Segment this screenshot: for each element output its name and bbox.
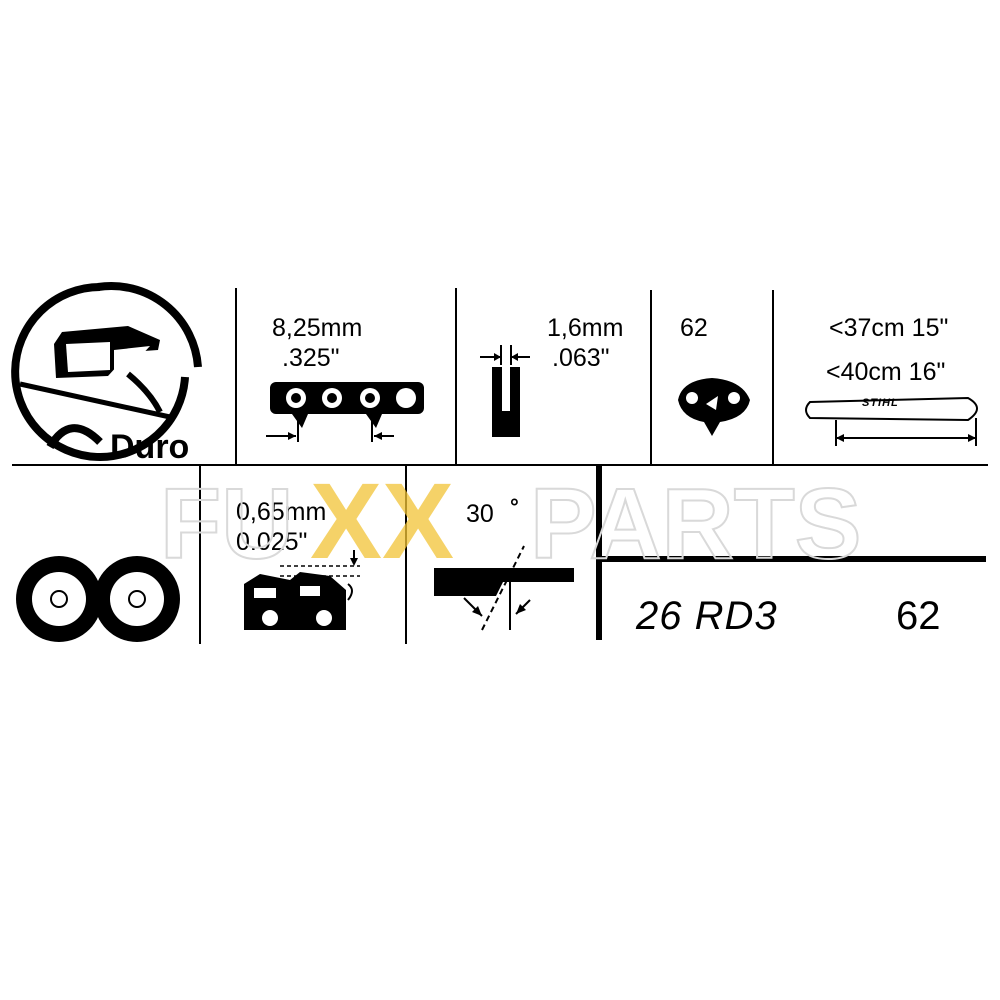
sharpening-angle-value: 30: [466, 500, 494, 528]
duro-label: Duro: [110, 428, 190, 466]
sharpening-angle-icon: [434, 545, 574, 631]
watermark-left-text: FU: [160, 468, 293, 580]
pitch-chain-icon: [266, 382, 424, 442]
divider-v-thick: [596, 466, 602, 640]
gauge-imperial: .063": [552, 344, 610, 372]
divider-v-2: [455, 288, 457, 466]
bar-brand-label: STIHL: [862, 397, 899, 409]
guide-bar-icon: [805, 396, 978, 446]
pitch-metric: 8,25mm: [272, 314, 363, 342]
sharpening-angle-degree: °: [510, 494, 519, 519]
chain-links-count: 62: [896, 594, 941, 638]
divider-v-6: [405, 466, 407, 644]
grinding-wheels-icon: [16, 556, 180, 642]
gauge-groove-icon: [480, 345, 530, 437]
watermark-middle-text: XX: [310, 460, 454, 581]
divider-h-thick: [596, 556, 986, 562]
divider-v-1: [235, 288, 237, 466]
chain-type-code: 26 RD3: [636, 594, 778, 638]
divider-v-3: [650, 290, 652, 466]
watermark-logo: FU XX PARTS: [159, 460, 863, 581]
depth-gauge-imperial: 0.025": [236, 528, 308, 556]
duro-chain-icon: [11, 282, 202, 461]
divider-h-main: [12, 464, 988, 466]
drive-sprocket-icon: [678, 378, 750, 436]
depth-gauge-metric: 0,65mm: [236, 498, 327, 526]
watermark-right-text: PARTS: [530, 468, 862, 580]
pitch-imperial: .325": [282, 344, 340, 372]
depth-gauge-chain-icon: [244, 550, 360, 630]
gauge-metric: 1,6mm: [547, 314, 624, 342]
drive-links-count: 62: [680, 314, 708, 342]
bar-length-line2: <40cm 16": [826, 358, 946, 386]
bar-length-line1: <37cm 15": [829, 314, 949, 342]
divider-v-5: [199, 466, 201, 644]
divider-v-4: [772, 290, 774, 466]
